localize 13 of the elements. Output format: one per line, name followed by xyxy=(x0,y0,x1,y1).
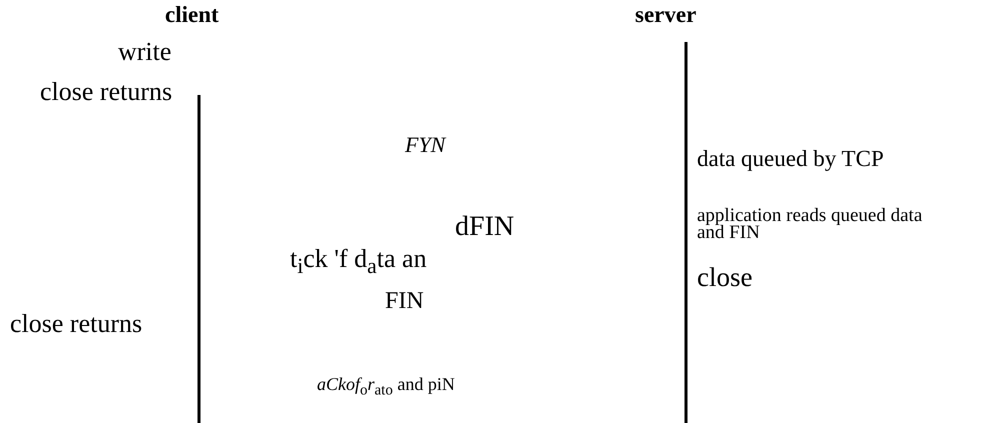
lifeline-heading: client xyxy=(165,2,219,28)
event-label: write xyxy=(118,38,172,67)
message-label: t$_{i}$ck 'f d$_{a}$ta an xyxy=(290,245,427,280)
event-label: close returns xyxy=(10,310,142,339)
message-label: dFIN xyxy=(455,212,514,243)
message-label: FIN xyxy=(385,288,424,314)
message-label: FYN xyxy=(405,133,446,158)
message-label: aCkof$_{o}$r$_{ato}$ and piN xyxy=(317,375,455,400)
lifeline-heading: server xyxy=(635,2,696,28)
event-label: close returns xyxy=(40,78,172,107)
event-label: data queued by TCP xyxy=(697,146,884,172)
event-label: close xyxy=(697,263,752,293)
event-label: application reads queued data and FIN xyxy=(697,207,924,242)
